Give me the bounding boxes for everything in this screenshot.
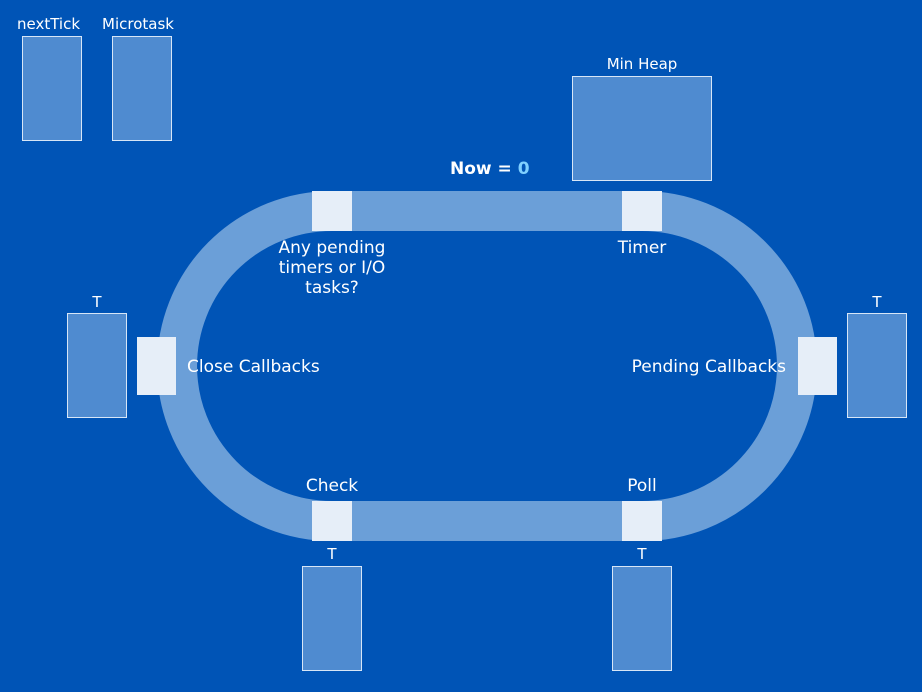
marker-close-callbacks <box>137 337 176 395</box>
close-callbacks-queue <box>67 313 127 418</box>
now-label: Now = <box>450 159 512 179</box>
check-queue <box>302 566 362 671</box>
poll-queue <box>612 566 672 671</box>
marker-pending-check <box>312 191 352 231</box>
timer-phase-label: Timer <box>617 238 667 258</box>
marker-poll <box>622 501 662 541</box>
min-heap-label: Min Heap <box>606 55 678 73</box>
left-queue-label: T <box>92 293 102 311</box>
check-phase-label: Check <box>305 476 359 496</box>
next-tick-queue <box>22 36 82 141</box>
marker-pending-callbacks <box>798 337 837 395</box>
marker-check <box>312 501 352 541</box>
pending-question-label: Any pending timers or I/O tasks? <box>278 238 386 298</box>
pending-callbacks-label: Pending Callbacks <box>631 357 786 377</box>
next-tick-label: nextTick <box>17 15 81 33</box>
poll-queue-label: T <box>637 545 647 563</box>
poll-phase-label: Poll <box>627 476 657 496</box>
pending-callbacks-queue <box>847 313 907 418</box>
close-callbacks-label: Close Callbacks <box>187 357 320 377</box>
microtask-queue <box>112 36 172 141</box>
marker-timer <box>622 191 662 231</box>
min-heap-box <box>572 76 712 181</box>
now-indicator: Now = 0 <box>450 159 530 179</box>
microtask-label: Microtask <box>102 15 174 33</box>
right-queue-label: T <box>872 293 882 311</box>
now-value: 0 <box>517 159 530 179</box>
check-queue-label: T <box>327 545 337 563</box>
